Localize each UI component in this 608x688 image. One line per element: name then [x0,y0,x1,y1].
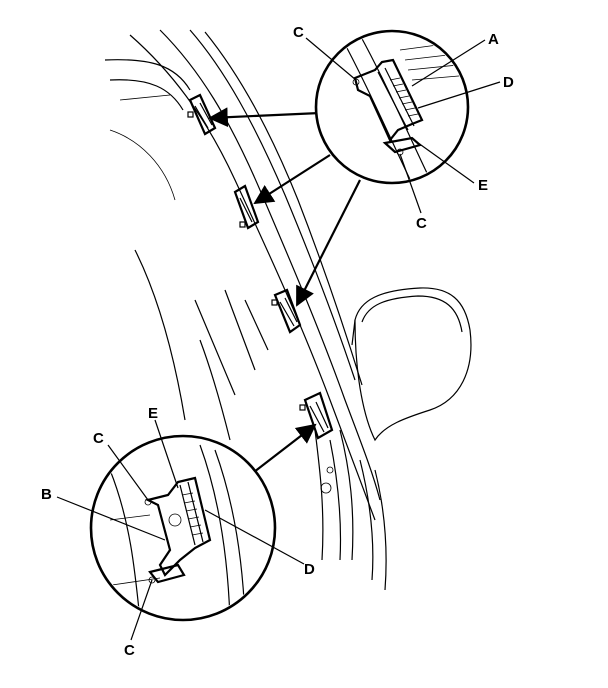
callout-leaders [56,37,501,641]
bottom-detail-zoom [89,434,277,622]
label-bottom-d: D [304,561,315,578]
label-top-d: D [503,74,514,91]
label-bottom-c-lower: C [124,642,135,659]
pillar-clip-2 [233,184,260,230]
label-top-a: A [488,31,499,48]
label-bottom-b: B [41,486,52,503]
top-detail-zoom [314,29,470,185]
label-top-c-lower: C [416,215,427,232]
pillar-clip-4 [299,391,334,440]
pillar-body-outline [104,29,472,591]
label-top-c-upper: C [293,24,304,41]
leader-arrows [208,107,361,473]
label-bottom-e: E [148,405,158,422]
label-top-e: E [478,177,488,194]
pillar-clip-1 [187,93,217,136]
callout-labels: C A D E C E C B D C [41,24,514,659]
label-bottom-c-upper: C [93,430,104,447]
pillar-clip-3 [271,288,302,334]
